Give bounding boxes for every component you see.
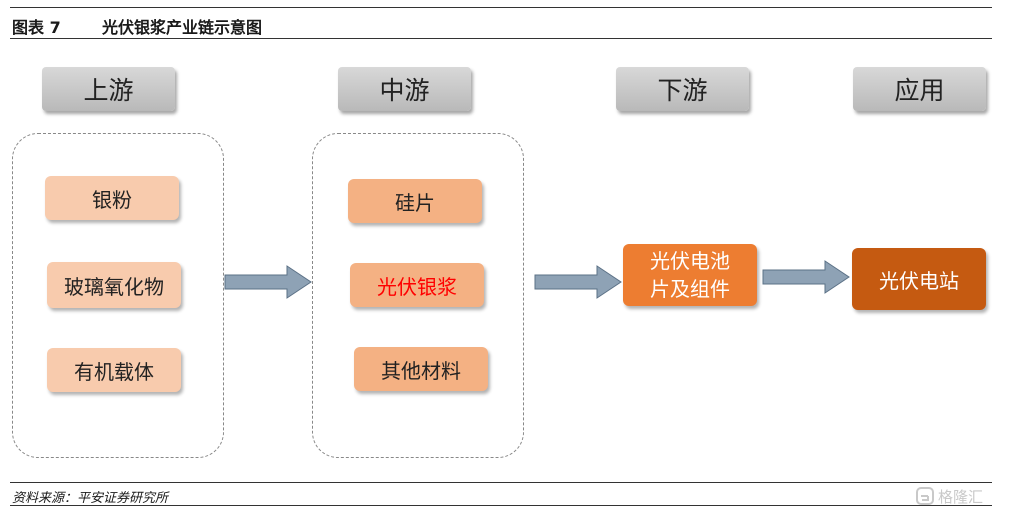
title-underline (10, 38, 992, 39)
stage-upstream: 上游 (42, 67, 175, 111)
footer-rule-bottom (10, 505, 992, 506)
node-silver-powder: 银粉 (45, 176, 179, 220)
stage-midstream: 中游 (338, 67, 471, 111)
node-pv-power-station: 光伏电站 (852, 248, 986, 310)
source-note: 资料来源：平安证券研究所 (12, 491, 169, 506)
figure-title: 光伏银浆产业链示意图 (102, 18, 263, 37)
node-pv-cells-modules: 光伏电池 片及组件 (623, 244, 757, 306)
node-silicon-wafer: 硅片 (348, 179, 482, 223)
watermark-text: 格隆汇 (938, 487, 984, 506)
pv-cells-line1: 光伏电池 (650, 249, 730, 273)
top-rule (10, 7, 992, 8)
midstream-group (312, 133, 524, 458)
stage-application: 应用 (853, 67, 986, 111)
figure-label: 图表 7 (12, 18, 61, 37)
upstream-group (12, 133, 224, 458)
node-pv-silver-paste: 光伏银浆 (350, 263, 484, 307)
stage-downstream: 下游 (616, 67, 749, 111)
pv-silver-paste-label: 光伏银浆 (377, 274, 457, 299)
arrow-downstream-to-application (762, 260, 850, 294)
pv-cells-line2: 片及组件 (650, 277, 730, 301)
figure-header: 图表 7 光伏银浆产业链示意图 (12, 10, 992, 37)
footer-rule-top (10, 482, 992, 483)
node-glass-oxide: 玻璃氧化物 (47, 262, 181, 308)
arrow-midstream-to-downstream (534, 265, 622, 299)
watermark-logo-icon (916, 487, 934, 505)
node-other-materials: 其他材料 (354, 347, 488, 391)
arrow-upstream-to-midstream (224, 265, 312, 299)
watermark: 格隆汇 (916, 484, 1006, 508)
node-organic-carrier: 有机载体 (47, 348, 181, 392)
